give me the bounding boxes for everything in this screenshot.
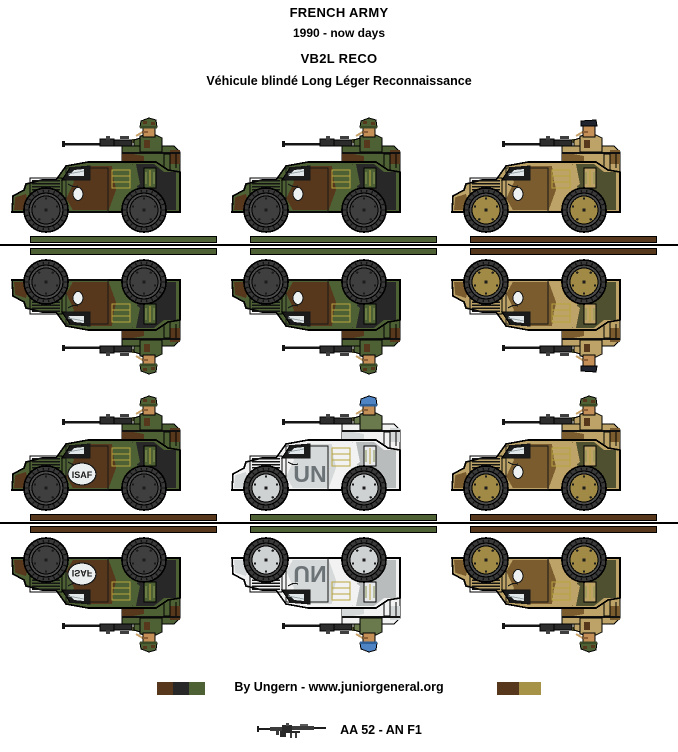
sheet-header: FRENCH ARMY 1990 - now days VB2L RECO Vé… xyxy=(0,6,678,88)
weapon-legend: AA 52 - AN F1 xyxy=(0,720,678,740)
base-strip-bottom-veh-3 xyxy=(470,248,657,255)
figure-cell-veh-2[interactable] xyxy=(220,110,446,382)
vehicle-front-veh-2[interactable] xyxy=(224,110,440,244)
base-strip-top-veh-6 xyxy=(470,514,657,521)
vehicle-front-veh-3[interactable] xyxy=(444,110,660,244)
base-strip-bottom-veh-1 xyxy=(30,248,217,255)
base-strip-top-veh-2 xyxy=(250,236,437,243)
color-swatch-0 xyxy=(157,682,173,695)
marking-un: UN xyxy=(293,461,326,487)
vehicle-illustration-veh-5: UN xyxy=(231,537,401,653)
vehicle-mirror-veh-1[interactable] xyxy=(4,248,220,382)
color-swatch-1 xyxy=(173,682,189,695)
vehicle-illustration-veh-6 xyxy=(451,537,621,653)
vehicle-mirror-veh-6[interactable] xyxy=(444,526,660,660)
vehicle-front-veh-4[interactable]: ISAF xyxy=(4,388,220,522)
vehicle-illustration-veh-3 xyxy=(451,119,621,233)
marking-un: UN xyxy=(293,561,326,587)
vehicle-illustration-veh-3 xyxy=(451,259,621,373)
vehicle-mirror-veh-2[interactable] xyxy=(224,248,440,382)
vehicle-front-veh-5[interactable]: UN xyxy=(224,388,440,522)
vehicle-mirror-veh-3[interactable] xyxy=(444,248,660,382)
figure-cell-veh-4[interactable]: ISAF ISAF xyxy=(0,388,226,660)
vehicle-code: VB2L RECO xyxy=(300,51,378,67)
vehicle-illustration-veh-6 xyxy=(451,395,621,511)
vehicle-front-veh-1[interactable] xyxy=(4,110,220,244)
vehicle-mirror-veh-5[interactable]: UN xyxy=(224,526,440,660)
svg-text:ISAF: ISAF xyxy=(72,470,93,480)
color-swatch-0 xyxy=(497,682,519,695)
vehicle-full-name: Véhicule blindé Long Léger Reconnaissanc… xyxy=(206,73,472,88)
base-strip-bottom-veh-2 xyxy=(250,248,437,255)
army-title: FRENCH ARMY xyxy=(289,5,389,20)
credit-line[interactable]: By Ungern - www.juniorgeneral.org xyxy=(234,680,444,694)
vehicle-illustration-veh-4: ISAF xyxy=(11,537,181,653)
machine-gun-icon xyxy=(256,720,328,740)
vehicle-illustration-veh-2 xyxy=(231,117,401,233)
vehicle-mirror-veh-4[interactable]: ISAF xyxy=(4,526,220,660)
svg-text:UN: UN xyxy=(293,461,326,487)
vehicle-illustration-veh-1 xyxy=(11,259,181,375)
svg-text:UN: UN xyxy=(293,561,326,587)
color-swatch-2 xyxy=(189,682,205,695)
base-strip-bottom-veh-6 xyxy=(470,526,657,533)
weapon-label: AA 52 - AN F1 xyxy=(340,723,422,737)
period-label: 1990 - now days xyxy=(292,25,386,40)
fold-line-1 xyxy=(0,244,678,246)
figure-cell-veh-6[interactable] xyxy=(440,388,666,660)
figure-block-row-1 xyxy=(0,110,678,382)
vehicle-illustration-veh-4: ISAF xyxy=(11,395,181,511)
vehicle-front-veh-6[interactable] xyxy=(444,388,660,522)
color-swatches-left xyxy=(157,682,205,695)
base-strip-top-veh-1 xyxy=(30,236,217,243)
figure-cell-veh-1[interactable] xyxy=(0,110,226,382)
marking-isaf: ISAF xyxy=(67,462,97,486)
base-strip-top-veh-3 xyxy=(470,236,657,243)
color-swatch-1 xyxy=(519,682,541,695)
base-strip-top-veh-5 xyxy=(250,514,437,521)
svg-text:ISAF: ISAF xyxy=(72,568,93,578)
vehicle-illustration-veh-2 xyxy=(231,259,401,375)
vehicle-illustration-veh-1 xyxy=(11,117,181,233)
figure-cell-veh-3[interactable] xyxy=(440,110,666,382)
figure-block-row-2: ISAF ISAF UN UN xyxy=(0,388,678,660)
base-strip-bottom-veh-4 xyxy=(30,526,217,533)
base-strip-bottom-veh-5 xyxy=(250,526,437,533)
vehicle-illustration-veh-5: UN xyxy=(231,395,401,511)
figure-cell-veh-5[interactable]: UN UN xyxy=(220,388,446,660)
base-strip-top-veh-4 xyxy=(30,514,217,521)
marking-isaf: ISAF xyxy=(67,562,97,586)
fold-line-2 xyxy=(0,522,678,524)
color-swatches-right xyxy=(497,682,541,695)
